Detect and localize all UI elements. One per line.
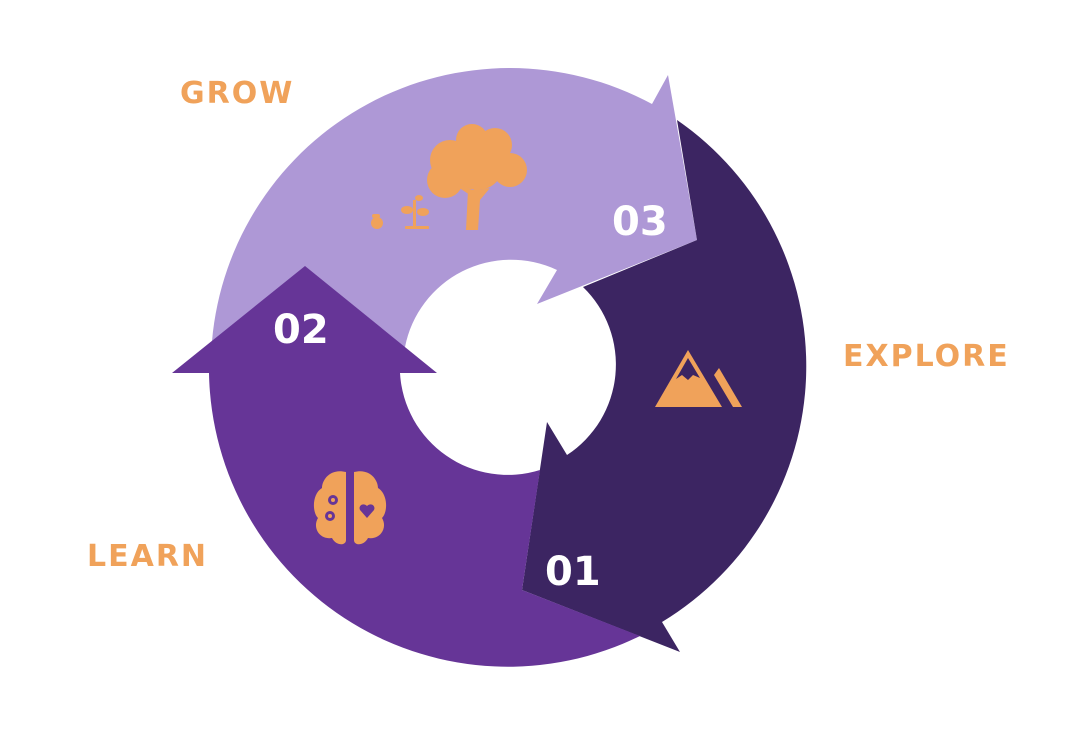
segment-explore bbox=[522, 120, 807, 652]
mountain-icon bbox=[655, 350, 742, 407]
label-explore: EXPLORE bbox=[843, 339, 1010, 374]
tree-growth-icon bbox=[371, 124, 527, 230]
segment-grow bbox=[212, 68, 697, 348]
brain-icon bbox=[313, 471, 387, 545]
label-learn: LEARN bbox=[87, 539, 208, 574]
step-number-03: 03 bbox=[612, 199, 668, 245]
segment-learn bbox=[172, 266, 640, 667]
label-grow: GROW bbox=[180, 76, 294, 111]
step-number-02: 02 bbox=[273, 307, 329, 353]
step-number-01: 01 bbox=[545, 549, 601, 595]
